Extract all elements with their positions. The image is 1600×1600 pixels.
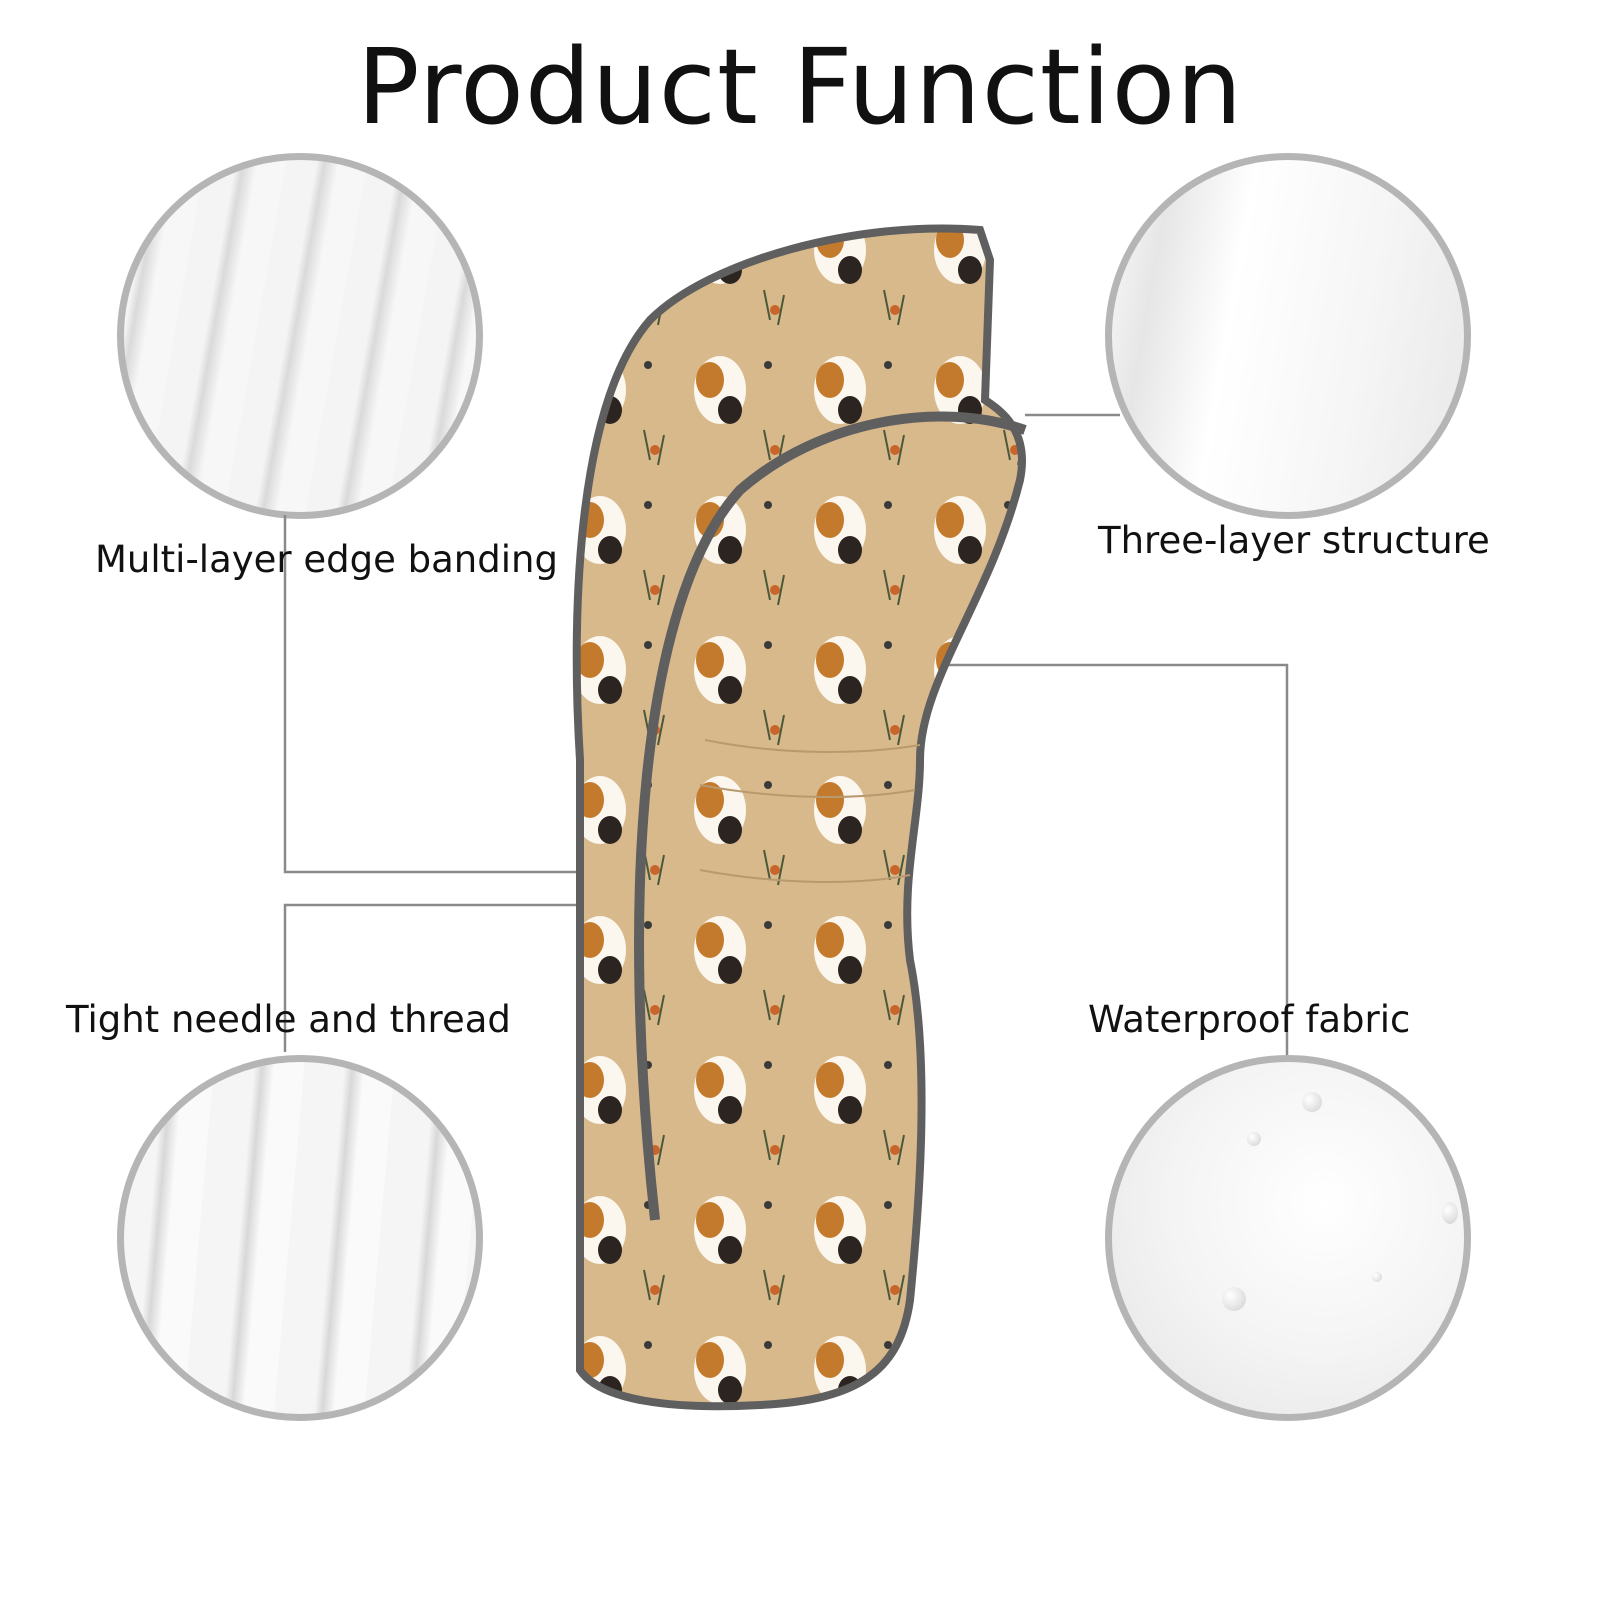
callout-line-stitching xyxy=(283,903,600,1052)
feature-label-waterproof: Waterproof fabric xyxy=(1088,998,1411,1041)
waterproof-detail-image xyxy=(1105,1055,1471,1421)
callout-line-edge-banding xyxy=(283,515,590,874)
callout-line-waterproof xyxy=(905,663,1289,1055)
golf-headcover-image xyxy=(572,224,1027,1411)
feature-label-three-layer: Three-layer structure xyxy=(1098,519,1490,562)
feature-label-edge-banding: Multi-layer edge banding xyxy=(95,538,558,581)
three-layer-detail-image xyxy=(1105,153,1471,519)
feature-label-stitching: Tight needle and thread xyxy=(66,998,511,1041)
edge-banding-detail-image xyxy=(117,153,483,519)
page-title: Product Function xyxy=(356,26,1244,148)
stitching-detail-image xyxy=(117,1055,483,1421)
